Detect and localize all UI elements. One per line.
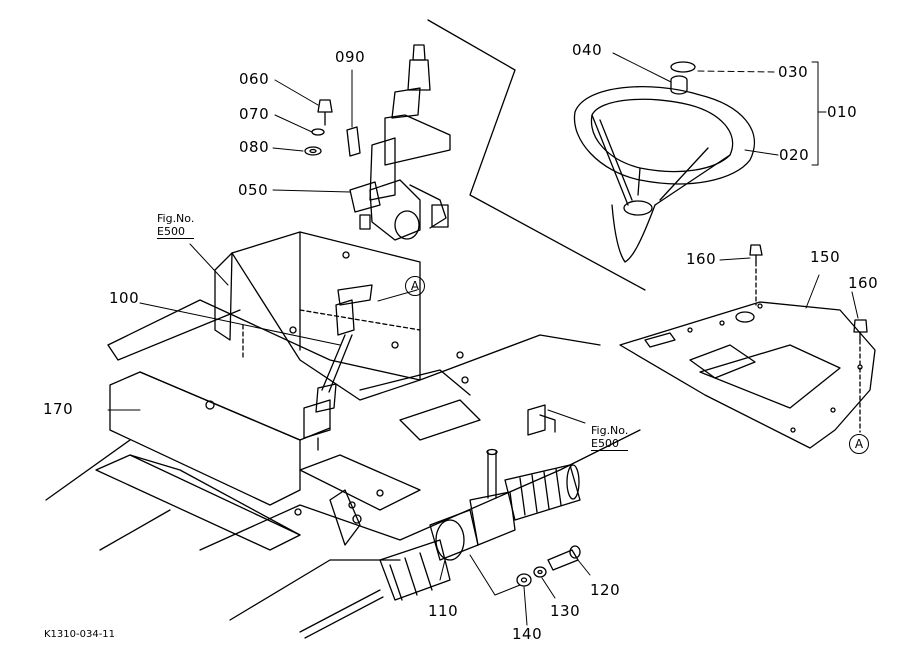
part-label-110: 110 — [428, 602, 459, 620]
part-label-060: 060 — [239, 70, 270, 88]
chassis-bracket-right — [527, 404, 586, 436]
steering-column — [349, 44, 451, 230]
part-label-150: 150 — [810, 248, 841, 266]
bolt-and-washers — [304, 99, 361, 157]
part-label-070: 070 — [239, 105, 270, 123]
chassis-frame — [45, 231, 641, 621]
part-label-130: 130 — [550, 602, 581, 620]
part-label-090: 090 — [335, 48, 366, 66]
column-enclosure-outline — [427, 19, 646, 291]
connector-mark-a-mat: A — [849, 434, 869, 454]
figure-reference-right: Fig.No. E500 — [591, 424, 629, 451]
drawing-code: K1310-034-11 — [44, 629, 116, 640]
part-label-040: 040 — [572, 41, 603, 59]
steering-shaft-universal-joints — [139, 284, 373, 451]
leader-lines-column — [272, 69, 353, 193]
figure-reference-left: Fig.No. E500 — [157, 212, 195, 239]
figure-reference-title: Fig.No. — [157, 212, 195, 225]
part-label-020: 020 — [779, 146, 810, 164]
steering-gearbox — [299, 448, 581, 639]
part-label-010: 010 — [827, 103, 858, 121]
floor-mat — [619, 301, 876, 449]
part-label-160-right: 160 — [848, 274, 879, 292]
part-label-160-top: 160 — [686, 250, 717, 268]
steering-wheel — [573, 86, 756, 263]
gearbox-bolts — [516, 545, 581, 587]
connector-mark-a-column: A — [405, 276, 425, 296]
leader-lines-lower — [107, 409, 591, 626]
part-label-080: 080 — [239, 138, 270, 156]
figure-reference-number: E500 — [157, 225, 195, 239]
mat-clips — [719, 244, 868, 433]
leader-lines-wheel — [612, 52, 827, 166]
figure-reference-number: E500 — [591, 437, 629, 451]
part-label-050: 050 — [238, 181, 269, 199]
part-label-120: 120 — [590, 581, 621, 599]
part-label-100: 100 — [109, 289, 140, 307]
part-label-030: 030 — [778, 63, 809, 81]
column-motor — [369, 179, 449, 241]
horn-cap — [670, 61, 696, 95]
figure-reference-title: Fig.No. — [591, 424, 629, 437]
part-label-140: 140 — [512, 625, 543, 643]
part-label-170: 170 — [43, 400, 74, 418]
